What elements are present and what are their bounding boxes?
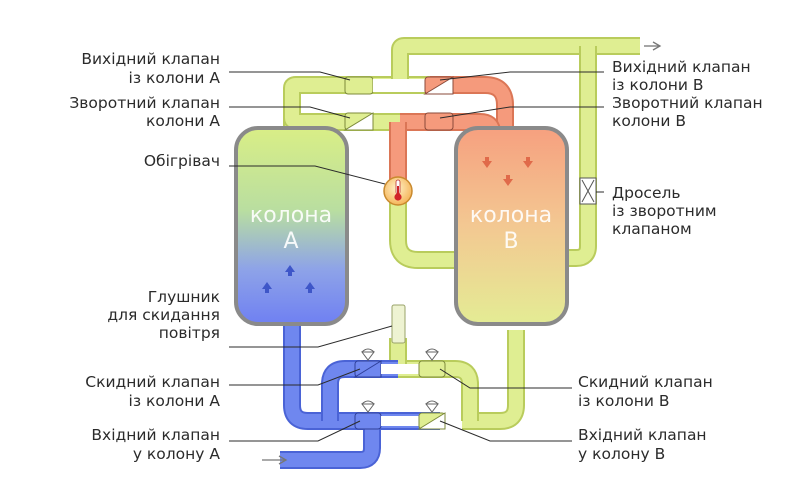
label-exhaust-valve-a: Скидний клапан із колони А (85, 373, 220, 410)
column-b-vessel (454, 126, 569, 326)
column-a-flow-arrows (262, 265, 315, 293)
label-outlet-b-line1: Вихідний клапан (612, 58, 751, 76)
label-exhaust-b-line1: Скидний клапан (578, 373, 713, 391)
dry-air-pipes (283, 37, 640, 430)
label-outlet-valve-b: Вихідний клапан із колони В (612, 58, 751, 94)
label-throttle-line2: із зворотним (612, 202, 717, 220)
label-throttle-line1: Дросель (612, 184, 681, 202)
exhaust-valve-b (418, 348, 446, 378)
label-exhaust-valve-b: Скидний клапан із колони В (578, 373, 713, 410)
label-inlet-a-line1: Вхідний клапан (91, 426, 220, 444)
label-purge-b-line2: колони В (612, 112, 686, 130)
label-purge-valve-b: Зворотний клапан колони В (612, 94, 763, 130)
outlet-valve-b (423, 76, 454, 95)
inlet-arrow-icon (262, 455, 288, 465)
label-exhaust-b-line2: із колони В (578, 392, 669, 410)
inlet-valve-b (417, 400, 446, 430)
thermometer-icon (394, 179, 402, 201)
label-purge-valve-a: Зворотний клапан колони А (69, 94, 220, 130)
label-heater: Обігрівач (144, 152, 220, 170)
label-outlet-a-line2: із колони А (129, 69, 221, 87)
outlet-arrow-icon (644, 41, 662, 51)
label-throttle-line3: клапаном (612, 220, 692, 238)
leader-lines (229, 71, 604, 442)
label-silencer: Глушник для скидання повітря (107, 288, 220, 342)
pipes (280, 37, 640, 469)
label-purge-b-line1: Зворотний клапан (612, 94, 763, 112)
wet-air-pipes (280, 318, 440, 469)
label-silencer-line3: повітря (159, 324, 220, 342)
label-inlet-b-line1: Вхідний клапан (578, 426, 707, 444)
label-throttle: Дросель із зворотним клапаном (612, 184, 717, 238)
purge-valve-b (424, 112, 454, 131)
throttle-check-valve (579, 177, 597, 205)
exhaust-silencer (391, 304, 406, 344)
column-a-letter: А (283, 229, 298, 254)
label-purge-a-line1: Зворотний клапан (69, 94, 220, 112)
column-b-flow-arrows (482, 157, 533, 186)
label-heater-line1: Обігрівач (144, 152, 220, 170)
purge-valve-a (343, 112, 374, 131)
label-inlet-a-line2: у колону А (133, 445, 221, 463)
label-silencer-line1: Глушник (148, 288, 220, 306)
label-inlet-valve-b: Вхідний клапан у колону В (578, 426, 707, 463)
column-a-vessel (234, 126, 349, 326)
heater (383, 176, 413, 206)
column-b: колона В (454, 126, 569, 326)
inlet-valve-a (354, 400, 421, 430)
label-silencer-line2: для скидання (107, 306, 220, 324)
column-b-letter: В (503, 229, 518, 254)
label-inlet-valve-a: Вхідний клапан у колону А (91, 426, 220, 463)
label-inlet-b-line2: у колону В (578, 445, 665, 463)
label-exhaust-a-line2: із колони А (129, 392, 221, 410)
column-a-title: колона (250, 203, 332, 228)
label-purge-a-line2: колони А (146, 112, 220, 130)
column-a: колона А (234, 126, 349, 326)
label-outlet-valve-a: Вихідний клапан із колони А (81, 50, 220, 87)
valve-link-top (373, 79, 425, 92)
exhaust-valve-a (353, 348, 421, 378)
label-outlet-a-line1: Вихідний клапан (81, 50, 220, 68)
label-outlet-b-line2: із колони В (612, 76, 703, 94)
label-exhaust-a-line1: Скидний клапан (85, 373, 220, 391)
column-b-title: колона (470, 203, 552, 228)
